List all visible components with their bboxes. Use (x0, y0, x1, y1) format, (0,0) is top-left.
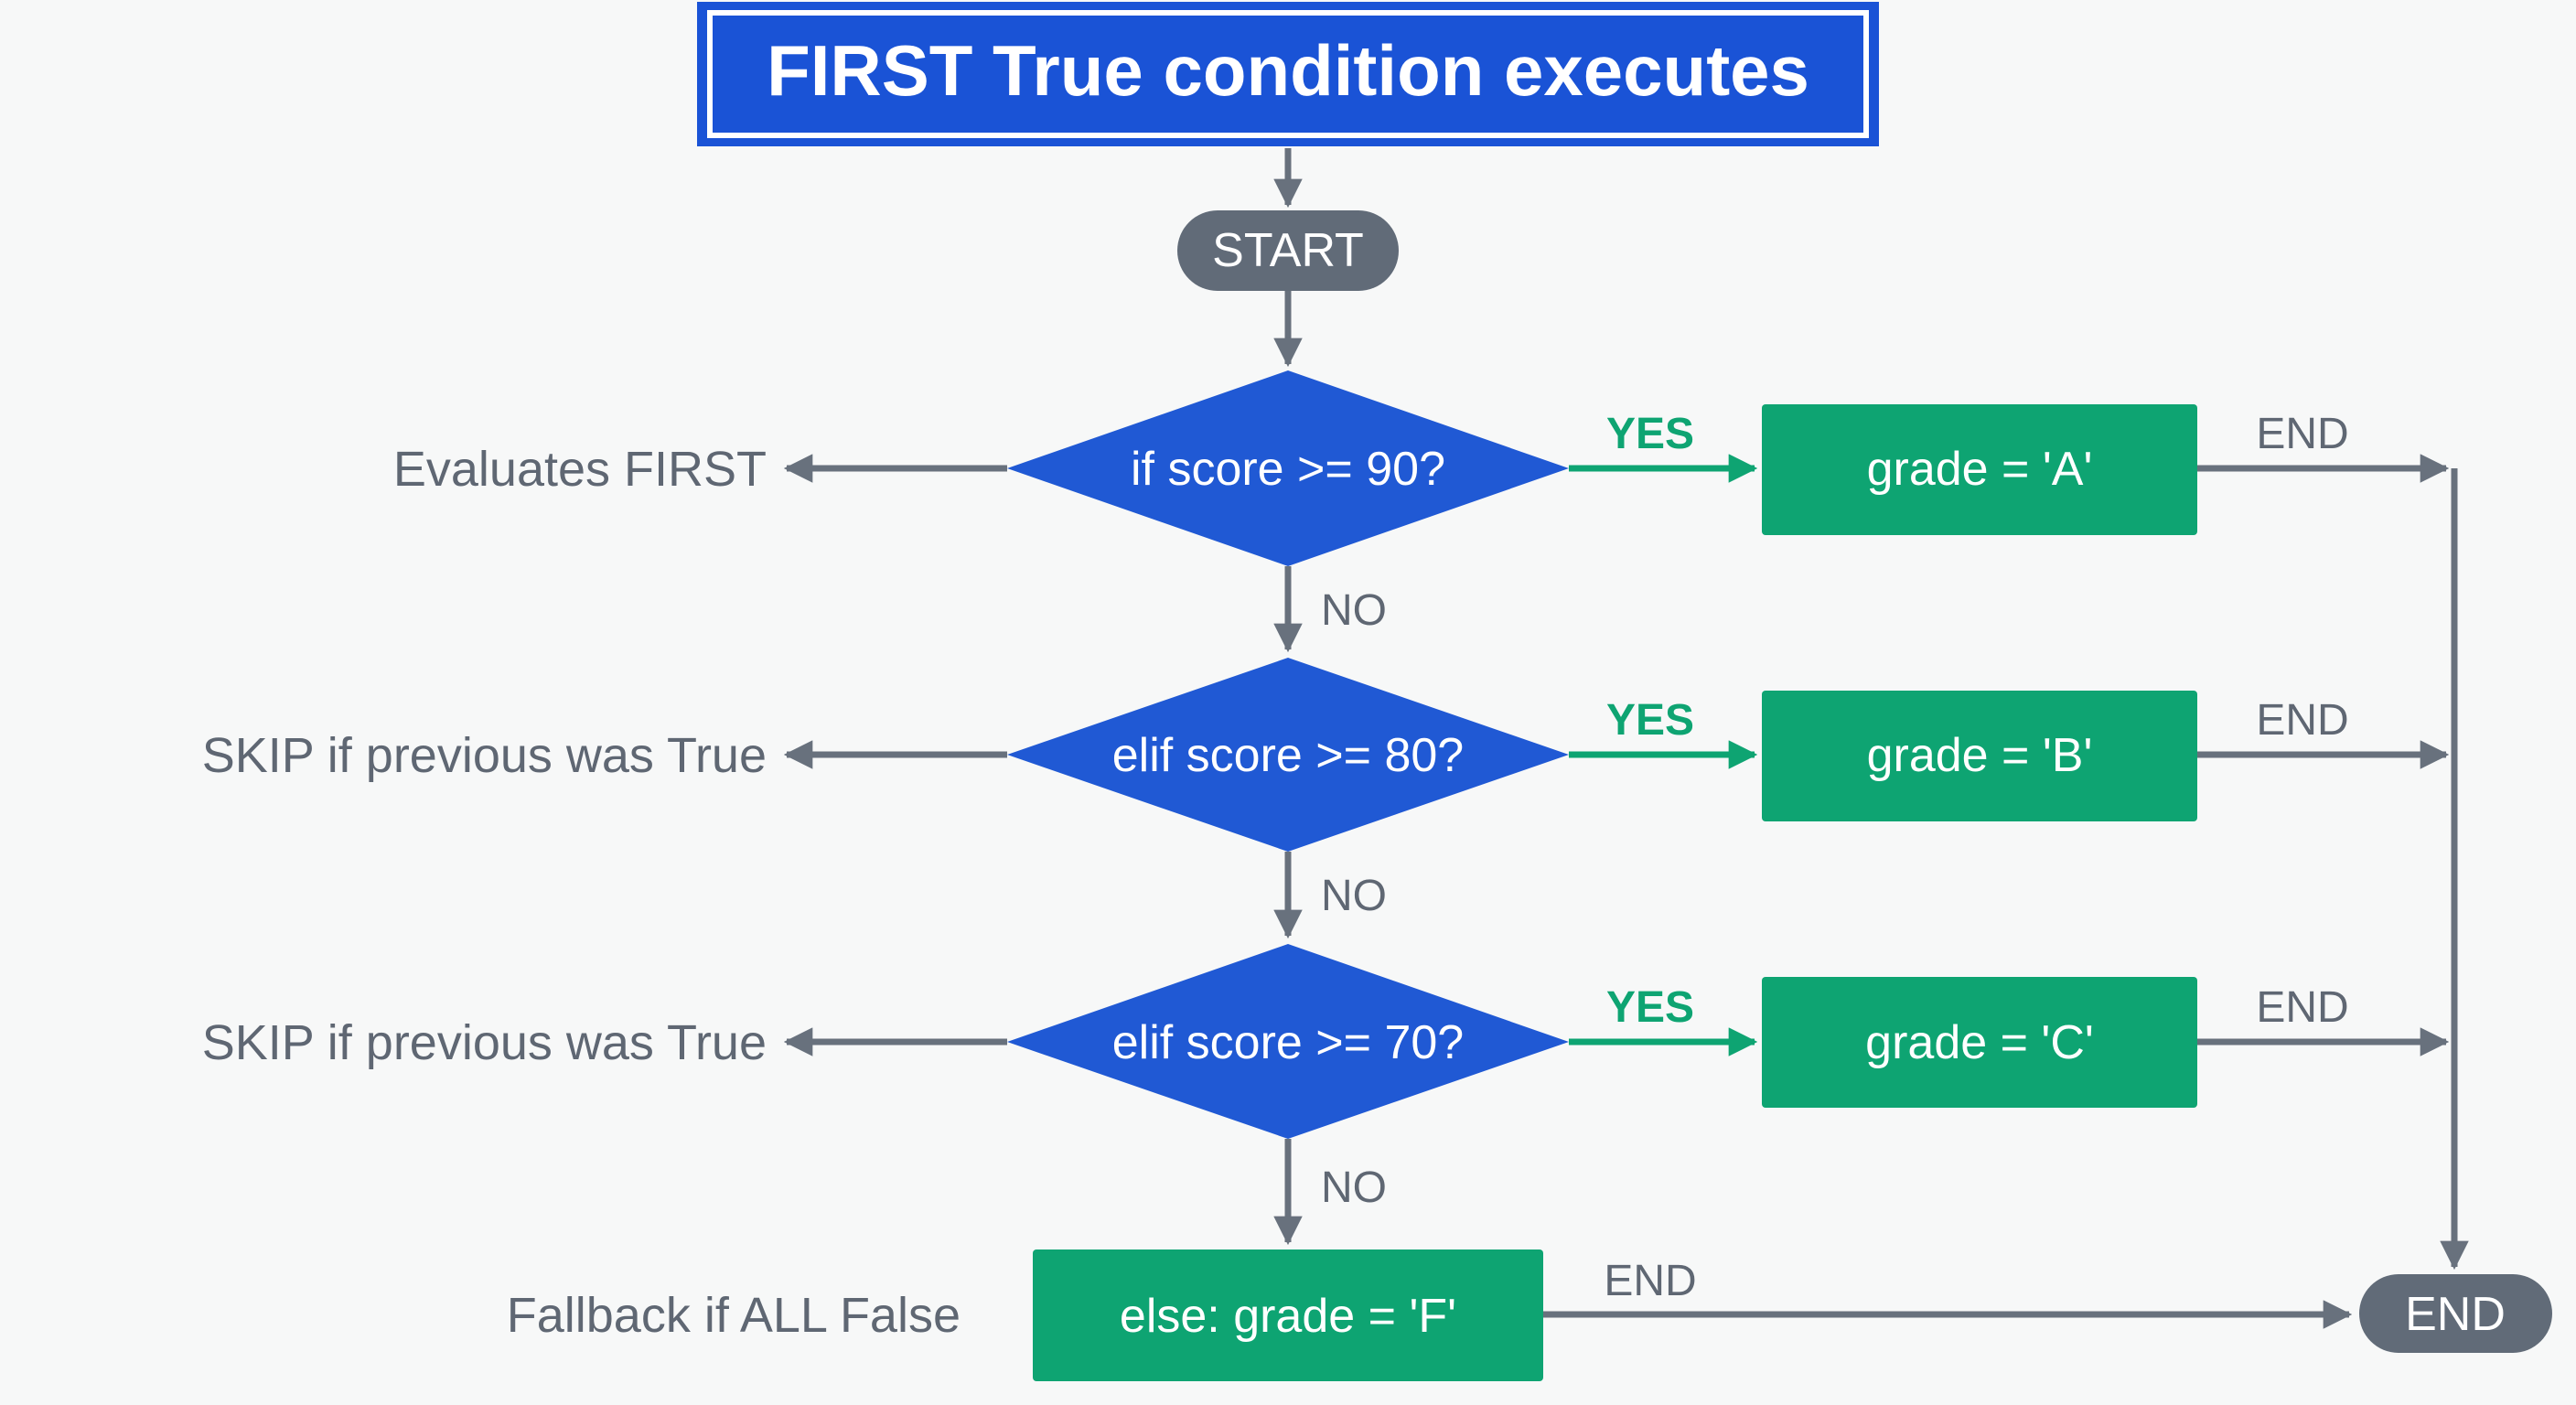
decision-3: elif score >= 70? (1007, 944, 1569, 1139)
fallback-box: else: grade = 'F' (1033, 1249, 1543, 1381)
end-node: END (2359, 1274, 2552, 1353)
decision-1: if score >= 90? (1007, 370, 1569, 566)
result-c-label: grade = 'C' (1865, 1016, 2094, 1069)
decision-2-condition: elif score >= 80? (1112, 729, 1464, 782)
decision-3-yes-label: YES (1606, 983, 1694, 1032)
decision-1-no-label: NO (1321, 586, 1387, 635)
decision-1-yes-label: YES (1606, 410, 1694, 458)
end-node-label: END (2405, 1288, 2506, 1341)
result-a-box: grade = 'A' (1762, 404, 2197, 535)
diagram-title: FIRST True condition executes (767, 30, 1809, 111)
result-a-label: grade = 'A' (1867, 443, 2093, 496)
fallback-label: else: grade = 'F' (1120, 1290, 1456, 1343)
end-label-b: END (2256, 696, 2348, 745)
decision-3-no-label: NO (1321, 1164, 1387, 1212)
title-box: FIRST True condition executes (697, 2, 1879, 146)
decision-2-note: SKIP if previous was True (202, 728, 767, 783)
fallback-note: Fallback if ALL False (507, 1288, 961, 1343)
decision-3-condition: elif score >= 70? (1112, 1016, 1464, 1069)
decision-1-condition: if score >= 90? (1131, 443, 1445, 496)
result-c-box: grade = 'C' (1762, 977, 2197, 1108)
decision-2: elif score >= 80? (1007, 658, 1569, 852)
decision-2-no-label: NO (1321, 872, 1387, 920)
decision-2-yes-label: YES (1606, 696, 1694, 745)
start-node: START (1177, 210, 1399, 291)
decision-1-note: Evaluates FIRST (393, 442, 767, 497)
result-b-label: grade = 'B' (1867, 729, 2093, 782)
end-label-a: END (2256, 410, 2348, 458)
result-b-box: grade = 'B' (1762, 691, 2197, 821)
start-label: START (1212, 224, 1364, 277)
end-label-c: END (2256, 983, 2348, 1032)
decision-3-note: SKIP if previous was True (202, 1015, 767, 1070)
end-label-fallback: END (1604, 1257, 1696, 1305)
